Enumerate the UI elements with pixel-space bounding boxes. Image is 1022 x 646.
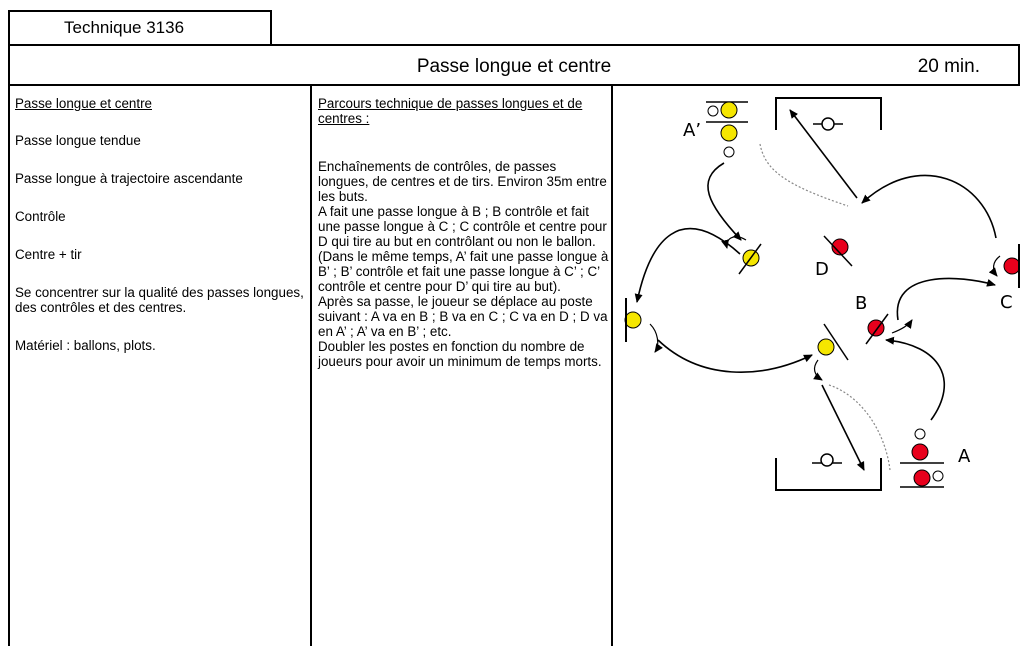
description-paragraph: Doubler les postes en fonction du nombre… [318, 339, 602, 369]
exercise-duration: 20 min. [917, 56, 980, 77]
objectives-heading: Passe longue et centre [15, 96, 152, 111]
exercise-diagram: A’ A D C B [624, 97, 1020, 491]
objective-item: Passe longue à trajectoire ascendante [15, 171, 243, 186]
dotted-runs [759, 143, 891, 471]
player-b [865, 313, 889, 345]
technique-tab-label: Technique 3136 [64, 18, 185, 37]
label-c: C [1000, 292, 1013, 313]
objectives-column: Passe longue et centre Passe longue tend… [15, 96, 305, 376]
description-paragraph: (Dans le même temps, A’ fait une passe l… [318, 249, 609, 294]
column-divider-1 [310, 86, 312, 646]
equipment-item: Matériel : ballons, plots. [15, 338, 156, 353]
column-divider-2 [611, 86, 613, 646]
objective-item: Se concentrer sur la qualité des passes … [15, 285, 304, 315]
description-paragraph: A fait une passe longue à B ; B contrôle… [318, 204, 607, 249]
description-paragraph: Après sa passe, le joueur se déplace au … [318, 294, 608, 339]
technique-tab: Technique 3136 [8, 10, 272, 46]
player-a [900, 428, 944, 488]
player-d [823, 235, 853, 267]
exercise-header: Passe longue et centre 20 min. [8, 44, 1020, 86]
pass-arrows [634, 109, 997, 471]
label-d: D [815, 259, 829, 280]
top-goal [775, 97, 882, 131]
objective-item: Contrôle [15, 209, 66, 224]
left-border [8, 86, 10, 646]
player-a-prime [706, 101, 748, 158]
movement-curls [649, 236, 1001, 381]
player-c-prime [624, 298, 642, 342]
tab-divider [270, 12, 272, 46]
objective-item: Centre + tir [15, 247, 82, 262]
bottom-goal [775, 453, 882, 491]
label-a-prime: A’ [683, 120, 701, 141]
description-heading: Parcours technique de passes longues et … [318, 96, 583, 126]
player-b-prime [738, 243, 762, 275]
player-c [1003, 244, 1020, 288]
description-column: Parcours technique de passes longues et … [318, 96, 610, 369]
objective-item: Passe longue tendue [15, 133, 141, 148]
exercise-title: Passe longue et centre [416, 56, 612, 77]
player-d-prime [817, 323, 849, 361]
label-b: B [855, 293, 867, 314]
description-paragraph: Enchaînements de contrôles, de passes lo… [318, 159, 607, 204]
label-a: A [958, 446, 971, 467]
